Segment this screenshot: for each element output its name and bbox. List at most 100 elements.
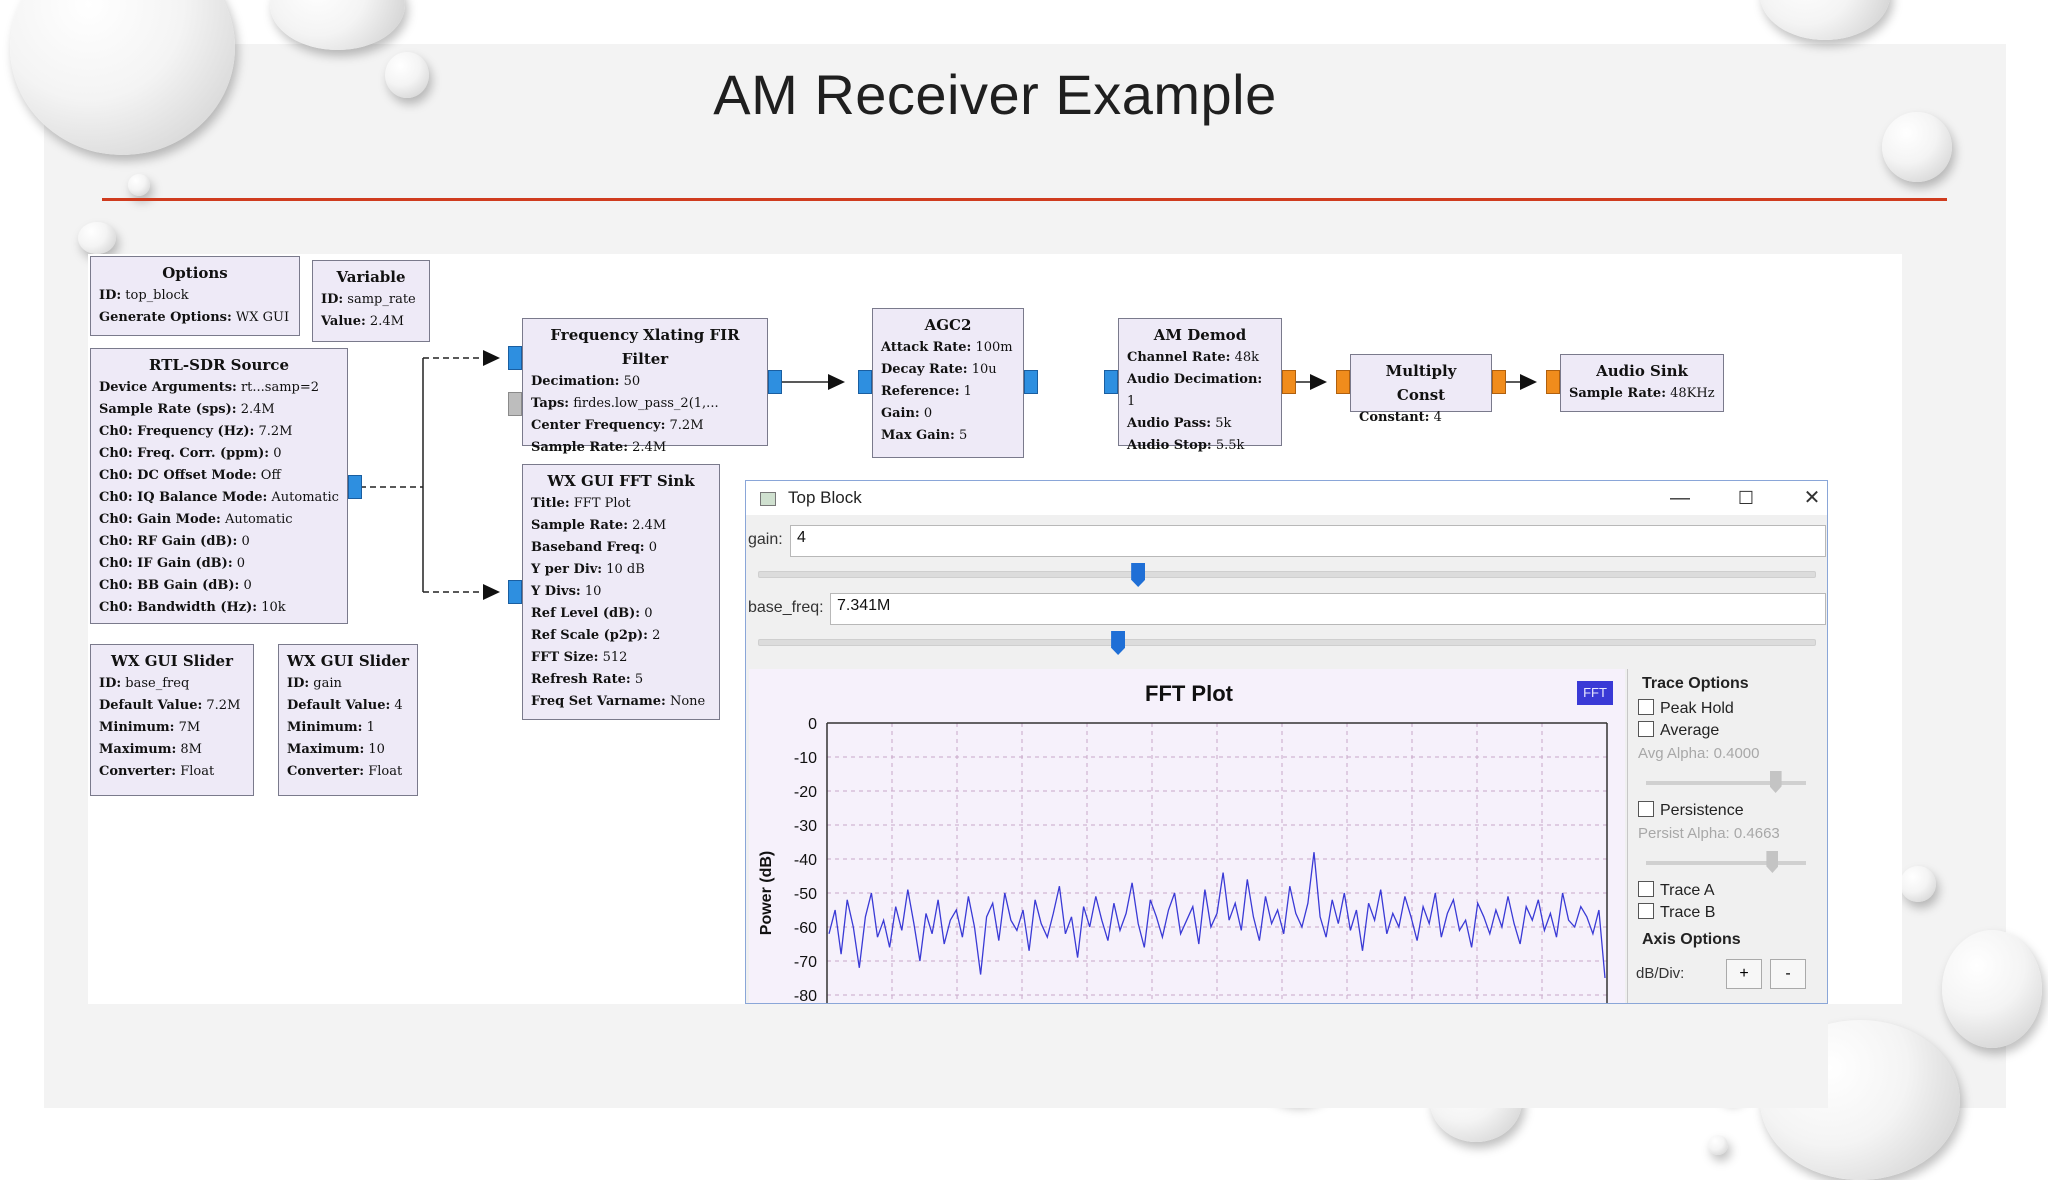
multiply-const-input-port[interactable]	[1336, 370, 1350, 394]
y-tick-label: -40	[794, 852, 817, 869]
agc2-input-port[interactable]	[858, 370, 872, 394]
block-param: Audio Pass: 5k	[1127, 416, 1232, 431]
water-drop-decoration	[385, 52, 429, 98]
y-tick-label: -20	[794, 784, 817, 801]
block-param: Reference: 1	[881, 384, 972, 399]
wx-gui-fft-sink-block[interactable]: WX GUI FFT Sink Title: FFT Plot Sample R…	[522, 464, 720, 720]
minimize-button[interactable]: —	[1670, 487, 1690, 509]
block-param: Device Arguments: rt...samp=2	[99, 380, 320, 395]
block-param: Ch0: Freq. Corr. (ppm): 0	[99, 446, 282, 461]
options-block[interactable]: Options ID: top_block Generate Options: …	[90, 256, 300, 336]
window-titlebar[interactable]: Top Block — ☐ ✕	[746, 481, 1827, 515]
top-block-window: Top Block — ☐ ✕ gain: 4 base_freq: 7.341…	[745, 480, 1828, 1004]
am-demod-block[interactable]: AM Demod Channel Rate: 48k Audio Decimat…	[1118, 318, 1282, 453]
y-tick-label: -10	[794, 750, 817, 767]
trace-options-heading: Trace Options	[1642, 675, 1749, 692]
y-tick-label: -80	[794, 988, 817, 1004]
trace-a-checkbox[interactable]: Trace A	[1638, 881, 1715, 900]
block-param: Converter: Float	[99, 764, 215, 779]
block-param: Y per Div: 10 dB	[531, 562, 645, 577]
persist-alpha-slider-thumb[interactable]	[1766, 851, 1779, 873]
trace-b-checkbox[interactable]: Trace B	[1638, 903, 1715, 922]
block-param: Minimum: 7M	[99, 720, 201, 735]
water-drop-decoration	[1882, 112, 1952, 182]
block-param: Audio Decimation: 1	[1127, 372, 1263, 409]
persist-alpha-label: Persist Alpha: 0.4663	[1638, 825, 1780, 842]
block-title: WX GUI FFT Sink	[547, 472, 695, 490]
gain-slider-thumb[interactable]	[1131, 563, 1146, 587]
avg-alpha-slider-thumb[interactable]	[1769, 771, 1782, 793]
block-param: Ch0: BB Gain (dB): 0	[99, 578, 252, 593]
wx-gui-slider-gain-block[interactable]: WX GUI Slider ID: gain Default Value: 4 …	[278, 644, 418, 796]
persistence-checkbox[interactable]: Persistence	[1638, 801, 1744, 820]
window-app-icon	[760, 492, 776, 506]
trace-options-panel: Trace Options Peak Hold Average Avg Alph…	[1627, 669, 1827, 1003]
db-div-increase-button[interactable]: +	[1726, 959, 1762, 989]
block-param: Ch0: RF Gain (dB): 0	[99, 534, 250, 549]
agc2-output-port[interactable]	[1024, 370, 1038, 394]
freq-xlating-filter-block[interactable]: Frequency Xlating FIR Filter Decimation:…	[522, 318, 768, 455]
xlating-message-port[interactable]	[508, 392, 522, 416]
rtlsdr-output-port[interactable]	[348, 475, 362, 499]
base-freq-input[interactable]: 7.341M	[830, 593, 1826, 625]
audio-sink-block[interactable]: Audio Sink Sample Rate: 48KHz	[1560, 354, 1724, 412]
axis-options-heading: Axis Options	[1642, 931, 1741, 948]
gain-label: gain:	[748, 531, 783, 548]
base-freq-slider-thumb[interactable]	[1111, 631, 1126, 655]
window-title: Top Block	[788, 488, 862, 507]
multiply-const-output-port[interactable]	[1492, 370, 1506, 394]
rtlsdr-source-block[interactable]: RTL-SDR Source Device Arguments: rt...sa…	[90, 348, 348, 624]
peak-hold-checkbox[interactable]: Peak Hold	[1638, 699, 1734, 718]
maximize-button[interactable]: ☐	[1737, 488, 1755, 508]
block-param: Maximum: 10	[287, 742, 385, 757]
fft-sink-input-port[interactable]	[508, 580, 522, 604]
average-checkbox[interactable]: Average	[1638, 721, 1719, 740]
gain-input[interactable]: 4	[790, 525, 1826, 557]
water-drop-decoration	[1900, 866, 1936, 902]
base-freq-slider-track[interactable]	[758, 639, 1816, 646]
y-tick-label: -60	[794, 920, 817, 937]
block-title: WX GUI Slider	[287, 652, 409, 670]
block-title: AGC2	[924, 316, 972, 334]
y-axis-label: Power (dB)	[758, 851, 775, 935]
block-param: Refresh Rate: 5	[531, 672, 644, 687]
multiply-const-block[interactable]: Multiply Const Constant: 4	[1350, 354, 1492, 425]
block-param: Generate Options: WX GUI	[99, 310, 290, 325]
block-param: Converter: Float	[287, 764, 403, 779]
variable-block[interactable]: Variable ID: samp_rate Value: 2.4M	[312, 260, 430, 342]
base-freq-label: base_freq:	[748, 599, 824, 616]
water-drop-decoration	[1708, 1135, 1728, 1155]
am-demod-input-port[interactable]	[1104, 370, 1118, 394]
block-param: Taps: firdes.low_pass_2(1,...	[531, 396, 719, 411]
block-title: Variable	[336, 268, 406, 286]
block-param: Decimation: 50	[531, 374, 641, 389]
block-title: RTL-SDR Source	[149, 356, 289, 374]
fft-badge[interactable]: FFT	[1577, 681, 1613, 705]
slide-bottom-band	[745, 1004, 1828, 1108]
wx-gui-slider-base-freq-block[interactable]: WX GUI Slider ID: base_freq Default Valu…	[90, 644, 254, 796]
block-param: Sample Rate (sps): 2.4M	[99, 402, 275, 417]
block-param: Y Divs: 10	[531, 584, 602, 599]
block-param: Minimum: 1	[287, 720, 375, 735]
xlating-output-port[interactable]	[768, 370, 782, 394]
agc2-block[interactable]: AGC2 Attack Rate: 100m Decay Rate: 10u R…	[872, 308, 1024, 458]
block-param: Sample Rate: 2.4M	[531, 440, 667, 455]
y-tick-label: -70	[794, 954, 817, 971]
avg-alpha-slider-track[interactable]	[1646, 781, 1806, 785]
block-param: Ref Level (dB): 0	[531, 606, 653, 621]
am-demod-output-port[interactable]	[1282, 370, 1296, 394]
persist-alpha-slider-track[interactable]	[1646, 861, 1806, 865]
slide-title: AM Receiver Example	[713, 63, 1277, 126]
block-param: Value: 2.4M	[321, 314, 404, 329]
water-drop-decoration	[1942, 930, 2042, 1048]
block-param: Freq Set Varname: None	[531, 694, 706, 709]
block-title: Options	[162, 264, 228, 282]
gain-slider-track[interactable]	[758, 571, 1816, 578]
audio-sink-input-port[interactable]	[1546, 370, 1560, 394]
block-param: FFT Size: 512	[531, 650, 628, 665]
db-div-decrease-button[interactable]: -	[1770, 959, 1806, 989]
close-button[interactable]: ✕	[1803, 487, 1821, 509]
block-param: Ch0: IF Gain (dB): 0	[99, 556, 246, 571]
xlating-input-port[interactable]	[508, 346, 522, 370]
